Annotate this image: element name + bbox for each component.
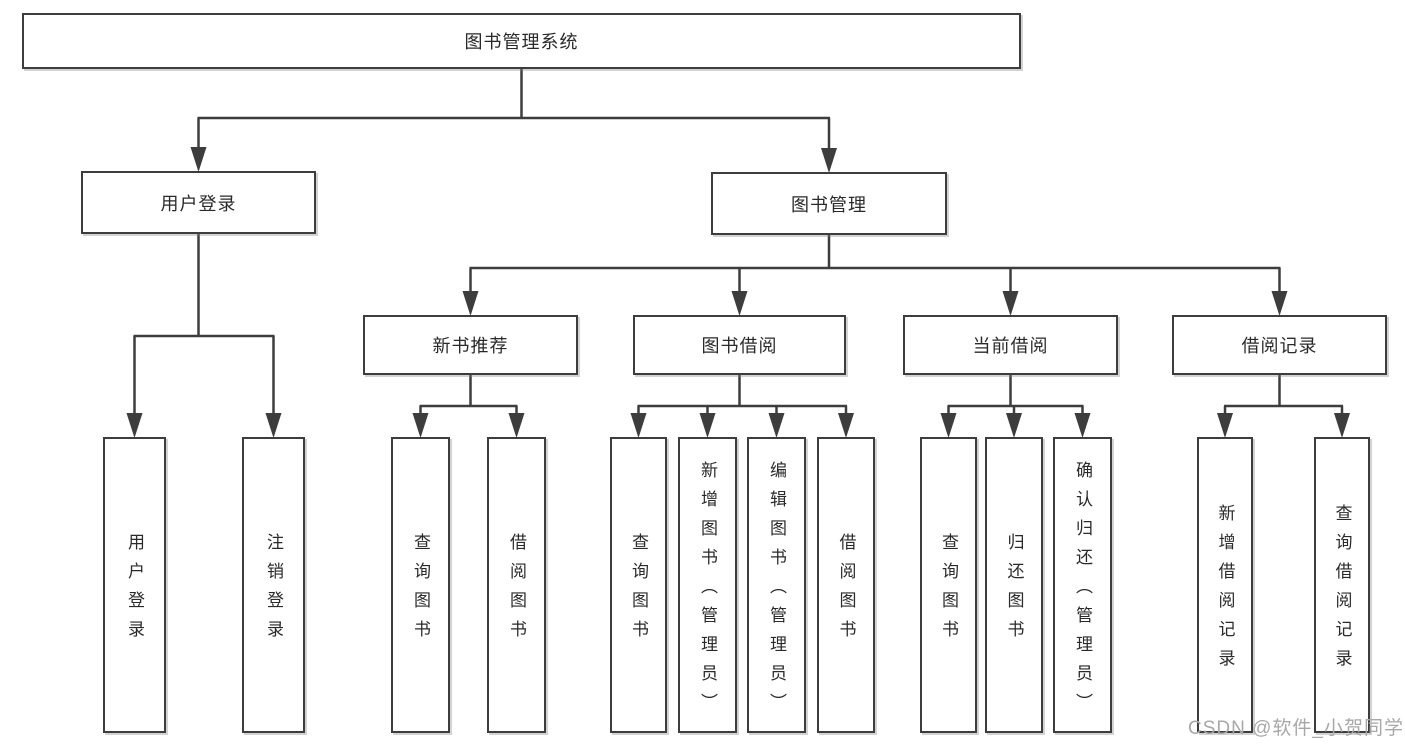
watermark: CSDN @软件_小贺同学 [1188,718,1404,739]
node-label: 借阅图书 [507,533,526,649]
node-new-book-recommend: 新书推荐 [363,315,578,375]
node-label: 图书管理系统 [464,32,579,52]
node-leaf-query-record: 查询借阅记录 [1314,437,1370,733]
node-leaf-logout: 注销登录 [242,437,305,733]
node-current-borrow: 当前借阅 [903,315,1118,375]
node-leaf-add-record: 新增借阅记录 [1197,437,1253,733]
node-label: 新增借阅记录 [1215,504,1235,678]
node-label: 当前借阅 [972,336,1049,356]
node-label: 归还图书 [1004,533,1024,649]
node-label: 查询图书 [411,533,430,649]
node-label: 新书推荐 [432,336,509,356]
node-borrow-records: 借阅记录 [1172,315,1387,375]
node-label: 新增图书（管理员） [698,460,717,722]
node-user-login: 用户登录 [81,171,316,234]
node-label: 编辑图书（管理员） [767,460,786,722]
node-label: 查询图书 [629,533,648,649]
node-leaf-confirm-return: 确认归还（管理员） [1053,437,1112,733]
node-book-management: 图书管理 [711,172,947,235]
node-label: 图书借阅 [701,336,778,356]
node-label: 查询图书 [939,533,958,649]
node-leaf-edit-book: 编辑图书（管理员） [747,437,806,733]
node-label: 用户登录 [125,533,144,649]
node-leaf-borrow-book-2: 借阅图书 [817,437,875,733]
node-leaf-return-book: 归还图书 [985,437,1043,733]
node-root: 图书管理系统 [22,13,1021,69]
node-label: 用户登录 [160,193,237,214]
node-book-borrow: 图书借阅 [633,315,846,375]
node-leaf-borrow-book-1: 借阅图书 [487,437,546,733]
node-leaf-add-book: 新增图书（管理员） [678,437,737,733]
node-label: 注销登录 [264,533,283,649]
node-label: 借阅记录 [1241,336,1318,356]
node-label: 确认归还（管理员） [1073,460,1092,722]
node-label: 查询借阅记录 [1332,504,1352,678]
node-label: 借阅图书 [836,533,856,649]
node-leaf-query-book-3: 查询图书 [920,437,977,733]
node-leaf-query-book-2: 查询图书 [610,437,667,733]
node-leaf-user-login: 用户登录 [103,437,166,733]
node-leaf-query-book-1: 查询图书 [391,437,450,733]
node-label: 图书管理 [791,194,867,215]
